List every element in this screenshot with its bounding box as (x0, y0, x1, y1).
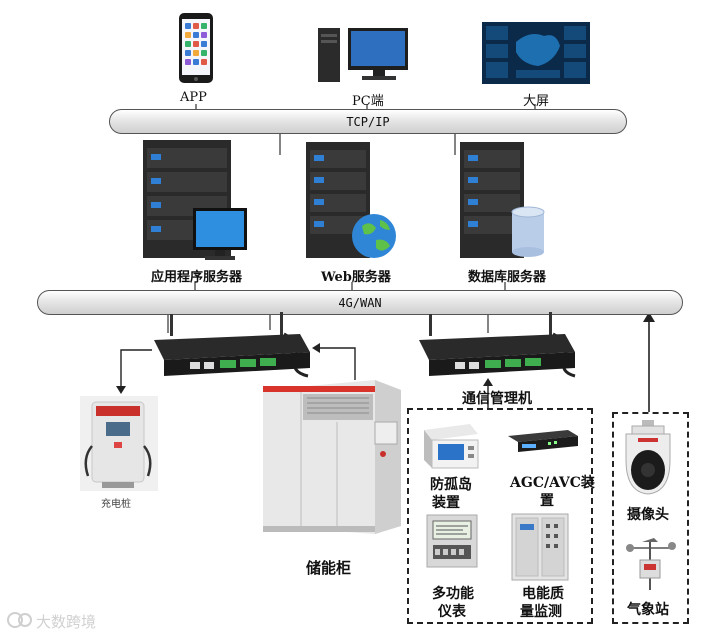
watermark-text: 大数跨境 (36, 613, 97, 631)
anti-island-device-icon (420, 424, 479, 469)
tcp-ip-label: TCP/IP (346, 114, 390, 129)
agc-avc-device-icon (508, 428, 578, 454)
comm-manager-left-icon (150, 312, 315, 380)
camera-label: 摄像头 (627, 507, 669, 523)
charger-icon (80, 396, 158, 491)
anti-island-label-2: 装置 (432, 495, 460, 511)
pc-label: PC端 (352, 94, 384, 109)
wan-label: 4G/WAN (338, 295, 382, 310)
power-quality-label-1: 电能质 (522, 586, 564, 602)
tcp-ip-bus: TCP/IP (109, 109, 627, 134)
power-quality-cabinet-icon (511, 513, 569, 581)
web-server-label: Web服务器 (321, 270, 391, 285)
weather-station-icon (620, 538, 678, 590)
pc-icon (318, 26, 410, 84)
agc-avc-label-2: 置 (540, 493, 554, 509)
wan-bus: 4G/WAN (37, 290, 683, 315)
screen-label: 大屏 (523, 94, 550, 109)
storage-label: 储能柜 (306, 559, 352, 577)
db-server-label: 数据库服务器 (468, 270, 547, 285)
anti-island-label-1: 防孤岛 (430, 477, 472, 493)
multi-function-meter-icon (426, 514, 478, 568)
agc-avc-label-1: AGC/AVC装 (510, 475, 595, 491)
weather-label: 气象站 (627, 602, 669, 618)
camera-icon (622, 420, 674, 496)
sensors-group-box (612, 412, 689, 624)
app-server-icon (143, 140, 248, 265)
watermark-logo-icon (7, 612, 32, 628)
devices-group-box (407, 408, 593, 624)
db-server-icon (460, 142, 550, 266)
storage-cabinet-icon (263, 376, 403, 536)
big-screen-icon (482, 22, 590, 84)
web-server-icon (306, 142, 398, 266)
multi-meter-label-2: 仪表 (438, 604, 466, 620)
comm-manager-label: 通信管理机 (462, 391, 532, 407)
phone-icon (178, 12, 214, 84)
charger-label: 充电桩 (101, 499, 131, 510)
comm-manager-right-icon (415, 312, 580, 380)
power-quality-label-2: 量监测 (520, 604, 562, 620)
multi-meter-label-1: 多功能 (432, 586, 474, 602)
app-server-label: 应用程序服务器 (151, 270, 243, 285)
app-label: APP (180, 90, 207, 105)
